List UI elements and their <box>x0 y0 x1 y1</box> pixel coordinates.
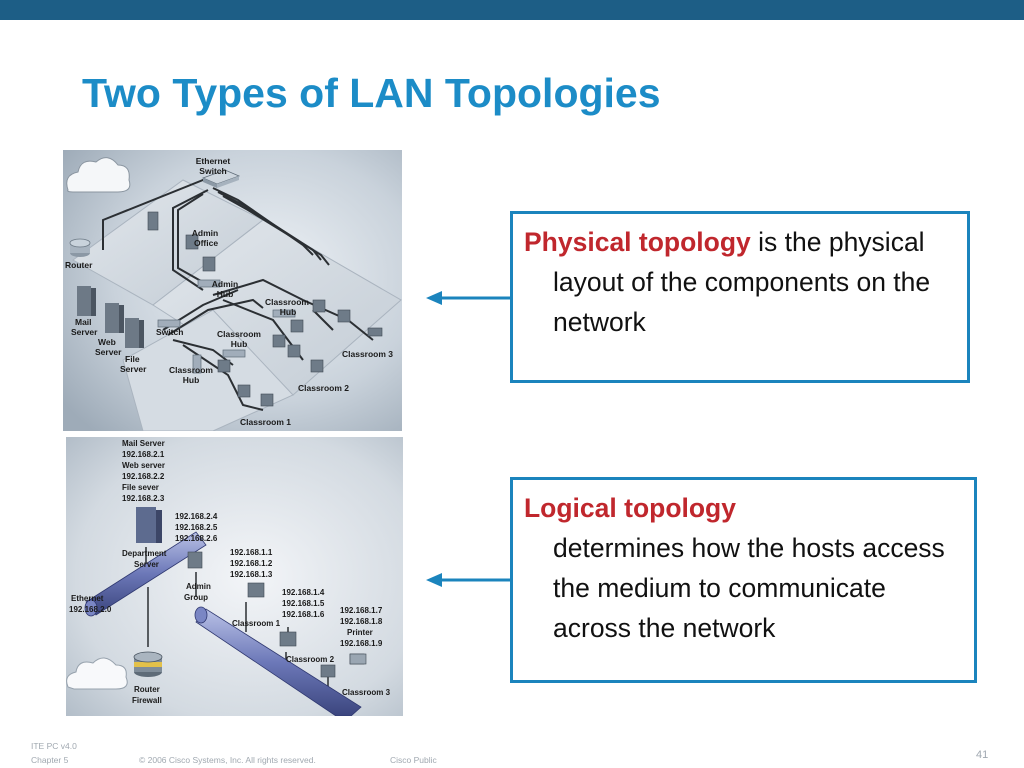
admin-hub-label: Admin <box>212 279 238 289</box>
mail-server-label: Mail Server <box>122 439 165 448</box>
printer-label: Printer <box>347 628 373 637</box>
server-icon <box>136 507 162 543</box>
classroom-3-label: Classroom 3 <box>342 688 391 697</box>
ip-label: 192.168.2.1 <box>122 450 165 459</box>
switch-label: Switch <box>156 327 183 337</box>
ethernet-label: Ethernet <box>71 594 104 603</box>
ip-label: 192.168.1.6 <box>282 610 325 619</box>
classroom-2-label: Classroom 2 <box>286 655 335 664</box>
physical-topology-text: Physical topology is the physical layout… <box>524 222 957 342</box>
classroom-1-label: Classroom 1 <box>232 619 281 628</box>
classroom-hub-label: Hub <box>231 339 248 349</box>
router-label: Router <box>65 260 93 270</box>
ethernet-pipe <box>84 531 362 716</box>
file-server-label: File sever <box>122 483 159 492</box>
physical-topology-callout: Physical topology is the physical layout… <box>510 211 970 383</box>
logical-topology-callout: Logical topology determines how the hosts… <box>510 477 977 683</box>
cloud-icon <box>66 157 131 193</box>
ip-label: 192.168.1.1 <box>230 548 273 557</box>
slide-title: Two Types of LAN Topologies <box>82 70 661 116</box>
server-icon <box>77 286 144 348</box>
hub-icon <box>157 279 296 374</box>
classroom-1-label: Classroom 1 <box>240 417 291 427</box>
cloud-icon <box>66 657 128 690</box>
ip-label: 192.168.1.3 <box>230 570 273 579</box>
ip-label: 192.168.2.3 <box>122 494 165 503</box>
mail-server-label: Mail <box>75 317 92 327</box>
router-firewall-label: Router <box>134 685 160 694</box>
router-icon <box>69 238 91 257</box>
classroom-3-label: Classroom 3 <box>342 349 393 359</box>
admin-office-label: Admin <box>192 228 218 238</box>
classroom-hub-label: Classroom <box>169 365 213 375</box>
mail-server-label: Server <box>71 327 98 337</box>
footer-course: ITE PC v4.0 <box>31 741 77 751</box>
web-server-label: Web <box>98 337 116 347</box>
classroom-hub-label: Hub <box>183 375 200 385</box>
ip-label: 192.168.1.4 <box>282 588 325 597</box>
department-server-label: Department <box>122 549 167 558</box>
logical-topology-text: Logical topology determines how the hosts… <box>524 488 964 648</box>
ip-label: 192.168.1.5 <box>282 599 325 608</box>
logical-topology-term: Logical topology <box>524 493 736 523</box>
admin-office-label: Office <box>194 238 218 248</box>
footer-classification: Cisco Public <box>390 755 437 765</box>
file-server-label: Server <box>120 364 147 374</box>
router-firewall-label: Firewall <box>132 696 162 705</box>
physical-topology-diagram: Ethernet Switch Admin Office Router Admi… <box>63 150 402 431</box>
logical-topology-diagram: Mail Server 192.168.2.1 Web server 192.1… <box>66 437 403 716</box>
ip-label: 192.168.2.4 <box>175 512 218 521</box>
ip-label: 192.168.2.0 <box>69 605 112 614</box>
logical-topology-definition: determines how the hosts access the medi… <box>553 533 945 643</box>
left-arrow-icon <box>426 291 512 305</box>
switch-icon <box>201 169 241 188</box>
ip-label: 192.168.2.6 <box>175 534 218 543</box>
classroom-hub-label: Classroom <box>217 329 261 339</box>
router-icon <box>133 651 163 677</box>
admin-group-label: Group <box>184 593 208 602</box>
footer-chapter: Chapter 5 <box>31 755 69 765</box>
department-server-label: Server <box>134 560 159 569</box>
classroom-2-label: Classroom 2 <box>298 383 349 393</box>
ethernet-switch-label: Switch <box>199 166 226 176</box>
ip-label: 192.168.2.5 <box>175 523 218 532</box>
pc-icon <box>147 211 383 407</box>
file-server-label: File <box>125 354 140 364</box>
ip-label: 192.168.1.7 <box>340 606 383 615</box>
physical-topology-term: Physical topology <box>524 227 751 257</box>
classroom-hub-label: Classroom <box>265 297 309 307</box>
page-number: 41 <box>976 749 989 761</box>
ip-label: 192.168.1.2 <box>230 559 273 568</box>
ip-label: 192.168.1.9 <box>340 639 383 648</box>
top-bar <box>0 0 1024 20</box>
admin-hub-label: Hub <box>217 289 234 299</box>
ethernet-switch-label: Ethernet <box>196 156 231 166</box>
ip-label: 192.168.1.8 <box>340 617 383 626</box>
web-server-label: Web server <box>122 461 165 470</box>
physical-topology-definition: is the physical layout of the components… <box>553 227 931 337</box>
web-server-label: Server <box>95 347 122 357</box>
printer-icon <box>349 653 367 665</box>
classroom-hub-label: Hub <box>280 307 297 317</box>
footer-copyright: © 2006 Cisco Systems, Inc. All rights re… <box>139 755 316 765</box>
admin-group-label: Admin <box>186 582 211 591</box>
ip-label: 192.168.2.2 <box>122 472 165 481</box>
left-arrow-icon <box>426 573 512 587</box>
